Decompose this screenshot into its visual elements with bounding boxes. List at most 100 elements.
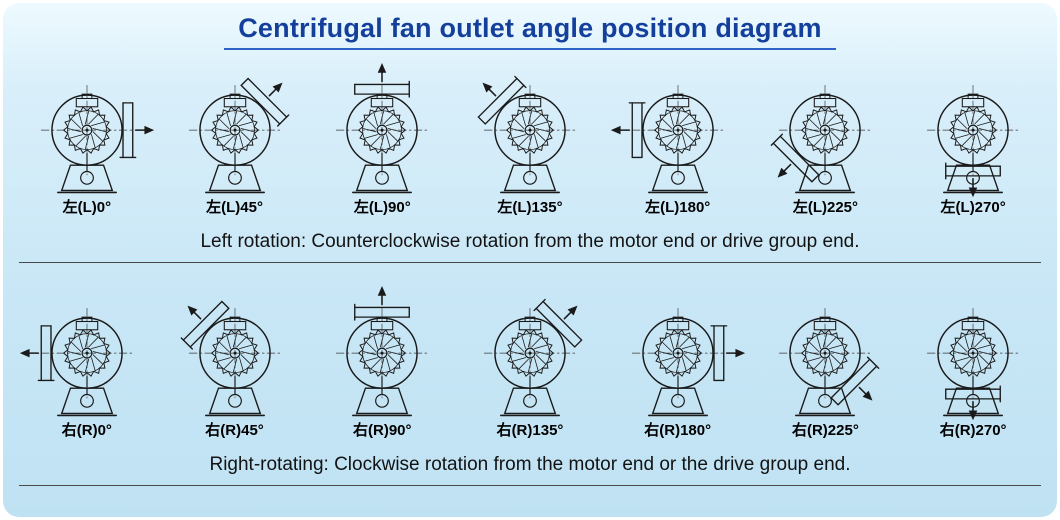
right-rotation-caption: Right-rotating: Clockwise rotation from … [209, 454, 851, 475]
fan-angle-label: 右(R)225° [791, 422, 859, 439]
fan-angle-label: 右(R)135° [496, 422, 564, 439]
impeller [62, 329, 111, 377]
impeller [505, 329, 555, 377]
hub [967, 347, 979, 359]
fan-diagram [336, 62, 429, 194]
pedestal [799, 387, 852, 415]
hub [819, 347, 831, 359]
fan-diagram [927, 85, 1020, 198]
pedestal [799, 164, 852, 192]
hub [672, 124, 684, 136]
fan-angle-label: 右(R)90° [353, 422, 412, 439]
fan-cell: 左(L)45° [161, 62, 309, 217]
bearing [670, 170, 685, 185]
fan-cell: 左(L)90° [308, 62, 456, 217]
flow-arrow-icon [968, 410, 978, 421]
flow-arrow-icon [735, 348, 745, 358]
bearing [79, 393, 94, 408]
bearing [375, 393, 390, 408]
fan-angle-label: 左(L)45° [206, 199, 263, 216]
hub [672, 347, 684, 359]
flow-arrow-icon [968, 187, 978, 198]
fan-cell: 左(L)225° [752, 62, 900, 217]
fan-diagram [180, 300, 281, 417]
fan-cell: 右(R)270° [899, 285, 1047, 440]
outlet-duct [830, 356, 880, 406]
diagram-panel: Centrifugal fan outlet angle position di… [3, 3, 1057, 517]
fan-cell: 右(R)45° [161, 285, 309, 440]
left-fan-row: 左(L)0° 左(L)45° 左(L)90°左(L)135° 左(L)180° 左(L)… [3, 62, 1057, 217]
pedestal [60, 164, 114, 192]
flow-arrow-icon [377, 285, 387, 296]
fan-cell: 右(R)90° [308, 285, 456, 440]
flow-arrow-icon [272, 82, 283, 93]
outlet-duct [119, 102, 155, 159]
fan-angle-label: 右(R)45° [205, 422, 264, 439]
pedestal [208, 387, 261, 415]
fan-cell: 右(R)135° [456, 285, 604, 440]
outlet-duct [354, 285, 411, 321]
pedestal [946, 387, 1000, 415]
fan-cell: 右(R)225° [752, 285, 900, 440]
bearing [79, 170, 94, 185]
hub [229, 347, 241, 359]
bearing [227, 393, 242, 408]
fan-angle-label: 右(R)270° [939, 422, 1007, 439]
fan-diagram [188, 77, 289, 194]
bearing [523, 393, 537, 408]
flow-arrow-icon [610, 125, 621, 135]
impeller [653, 106, 702, 154]
hub [81, 124, 93, 136]
outlet-duct [945, 162, 1002, 198]
impeller [801, 106, 850, 154]
impeller [62, 106, 111, 154]
fan-diagram [771, 85, 872, 194]
impeller [801, 329, 850, 377]
pedestal [60, 387, 114, 415]
outlet-duct [945, 385, 1002, 421]
pedestal [356, 387, 409, 415]
pedestal [356, 164, 409, 192]
fan-cell: 左(L)135° [456, 62, 604, 217]
fan-diagram [336, 285, 429, 417]
page-title: Centrifugal fan outlet angle position di… [224, 13, 836, 50]
outlet-duct [354, 62, 411, 98]
fan-diagram [483, 298, 583, 417]
bearing [818, 393, 833, 408]
outlet-duct [180, 300, 230, 350]
hub [967, 124, 979, 136]
flow-arrow-icon [144, 125, 155, 135]
outlet-duct [610, 102, 646, 159]
hub [376, 124, 388, 136]
flow-arrow-icon [482, 82, 493, 93]
flow-arrow-icon [567, 305, 578, 316]
impeller [358, 106, 407, 154]
fan-angle-label: 右(R)0° [61, 422, 112, 439]
fan-cell: 右(R)0° [13, 285, 161, 440]
hub [81, 347, 93, 359]
hub [229, 124, 241, 136]
flow-arrow-icon [863, 390, 873, 401]
bearing [523, 170, 537, 185]
impeller [505, 106, 555, 154]
fan-cell: 左(L)270° [899, 62, 1047, 217]
fan-angle-label: 左(L)270° [940, 199, 1006, 216]
pedestal [946, 164, 1000, 192]
outlet-duct [477, 75, 527, 125]
section-divider [19, 262, 1041, 263]
impeller [358, 329, 407, 377]
pedestal [651, 164, 704, 192]
outlet-duct [771, 133, 820, 183]
fan-cell: 左(L)0° [13, 62, 161, 217]
left-rotation-caption: Left rotation: Counterclockwise rotation… [200, 231, 860, 252]
outlet-duct [19, 325, 55, 382]
pedestal [208, 164, 261, 192]
bearing [227, 170, 242, 185]
fan-angle-label: 左(L)180° [645, 199, 711, 216]
outlet-duct [240, 77, 289, 127]
bearing [818, 170, 833, 185]
pedestal [651, 387, 704, 415]
impeller [210, 106, 259, 154]
bottom-space [3, 486, 1057, 496]
bearing [375, 170, 390, 185]
